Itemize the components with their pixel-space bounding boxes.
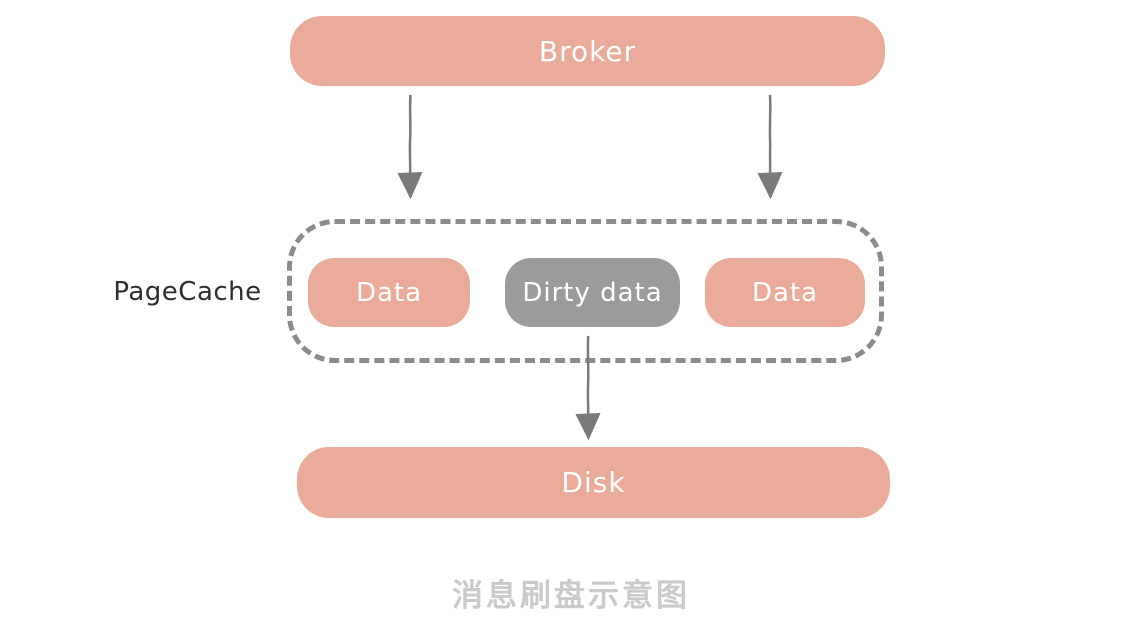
down-arrow-icon [397,94,423,200]
diagram-caption: 消息刷盘示意图 [452,578,690,614]
data-node-right: Data [705,258,865,327]
data-node-left: Data [308,258,470,327]
disk-node: Disk [297,447,890,518]
down-arrow-icon [575,335,601,441]
data-node-right-label: Data [751,277,819,308]
broker-label: Broker [538,34,637,68]
data-node-left-label: Data [355,277,423,308]
dirty-data-label: Dirty data [522,277,663,308]
down-arrow-icon [757,94,783,200]
dirty-data-node: Dirty data [505,258,680,327]
pagecache-label: PageCache [113,277,262,307]
pagecache-container [287,219,884,363]
broker-node: Broker [290,16,885,86]
disk-label: Disk [561,466,626,499]
